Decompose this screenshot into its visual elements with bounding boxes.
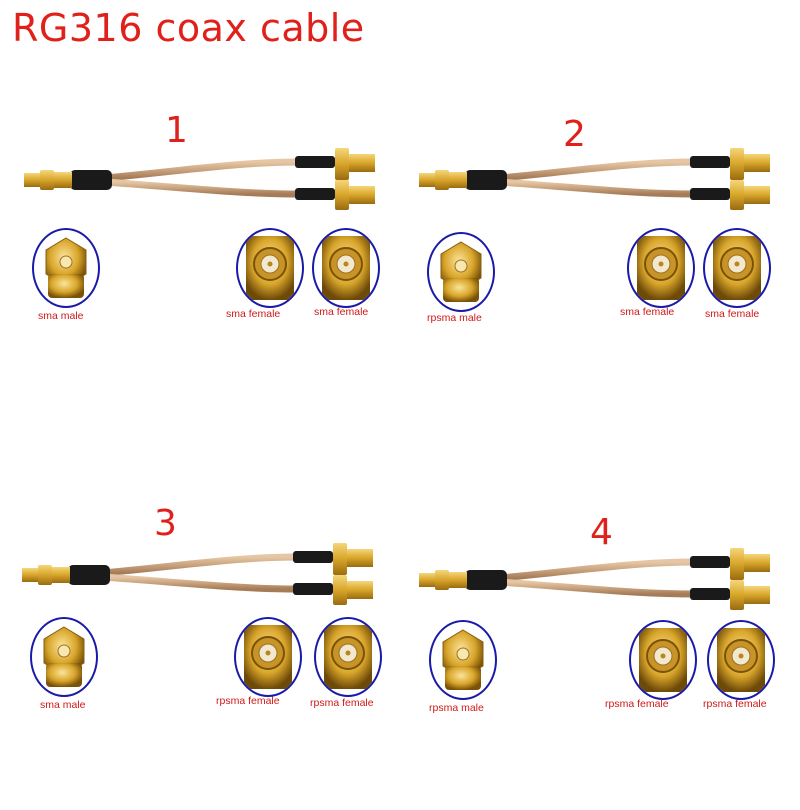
- connector-closeup-female-a: [627, 228, 695, 308]
- connector-label: sma female: [314, 306, 369, 318]
- connector-label: sma female: [620, 306, 675, 318]
- y-cable-image: [24, 148, 375, 210]
- connector-label: rpsma female: [605, 698, 669, 710]
- y-cable-image: [419, 148, 770, 210]
- panel-number: 2: [563, 114, 586, 155]
- cable-panel-2: 2 rpsma male sma female sma female: [405, 110, 795, 410]
- page-title: RG316 coax cable: [12, 6, 365, 50]
- connector-closeup-female-a: [629, 620, 697, 700]
- connector-label: rpsma female: [216, 695, 280, 707]
- panel-number: 4: [590, 512, 613, 553]
- connector-closeup-male: [429, 620, 497, 700]
- connector-closeup-male: [30, 617, 98, 697]
- y-cable-image: [22, 543, 373, 605]
- connector-label: sma male: [40, 699, 86, 711]
- connector-closeup-female-b: [703, 228, 771, 308]
- connector-label: sma female: [226, 308, 281, 320]
- connector-label: sma male: [38, 310, 84, 322]
- connector-label: rpsma male: [427, 312, 482, 324]
- connector-closeup-female-b: [312, 228, 380, 308]
- connector-closeup-female-b: [707, 620, 775, 700]
- cable-panel-4: 4 rpsma male rpsma female rpsma female: [405, 510, 795, 810]
- connector-closeup-female-a: [234, 617, 302, 697]
- connector-closeup-male: [427, 232, 495, 312]
- connector-closeup-male: [32, 228, 100, 308]
- connector-closeup-female-a: [236, 228, 304, 308]
- connector-label: rpsma male: [429, 702, 484, 714]
- cable-panel-1: 1 sma male sma female sma female: [10, 110, 400, 410]
- y-cable-image: [419, 548, 770, 610]
- connector-label: sma female: [705, 308, 760, 320]
- panel-number: 3: [154, 503, 177, 544]
- connector-label: rpsma female: [310, 697, 374, 709]
- connector-label: rpsma female: [703, 698, 767, 710]
- connector-closeup-female-b: [314, 617, 382, 697]
- panel-number: 1: [165, 110, 188, 151]
- cable-panel-3: 3 sma male rpsma female rpsma female: [8, 503, 398, 805]
